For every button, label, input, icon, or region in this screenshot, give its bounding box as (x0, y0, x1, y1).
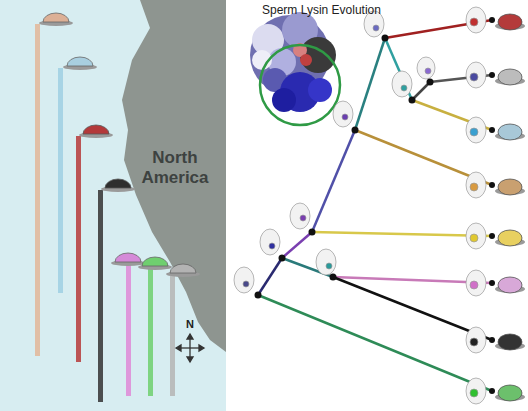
range-bar (170, 276, 175, 396)
range-bar (98, 190, 103, 402)
compass-label: N (183, 318, 197, 331)
inset-title: Sperm Lysin Evolution (262, 3, 432, 17)
abalone (138, 257, 172, 270)
range-bar (126, 264, 131, 396)
tree-nodes (255, 17, 496, 394)
abalone (166, 264, 200, 277)
range-bar (58, 68, 63, 293)
protein-thumbnails (234, 7, 486, 404)
range-bars (35, 24, 175, 402)
protein-structure (250, 12, 340, 125)
abalone (39, 13, 73, 26)
range-bar (76, 136, 81, 362)
abalone (63, 57, 97, 70)
tree-branches (258, 20, 492, 391)
abalone (111, 253, 145, 266)
sea (0, 0, 226, 411)
abalone-icons (39, 13, 200, 277)
abalone (79, 125, 113, 138)
tip-abalone (495, 14, 525, 401)
range-bar (35, 24, 40, 356)
compass (176, 334, 204, 362)
abalone (101, 179, 135, 192)
range-bar (148, 268, 153, 396)
region-label: North America (126, 148, 224, 189)
